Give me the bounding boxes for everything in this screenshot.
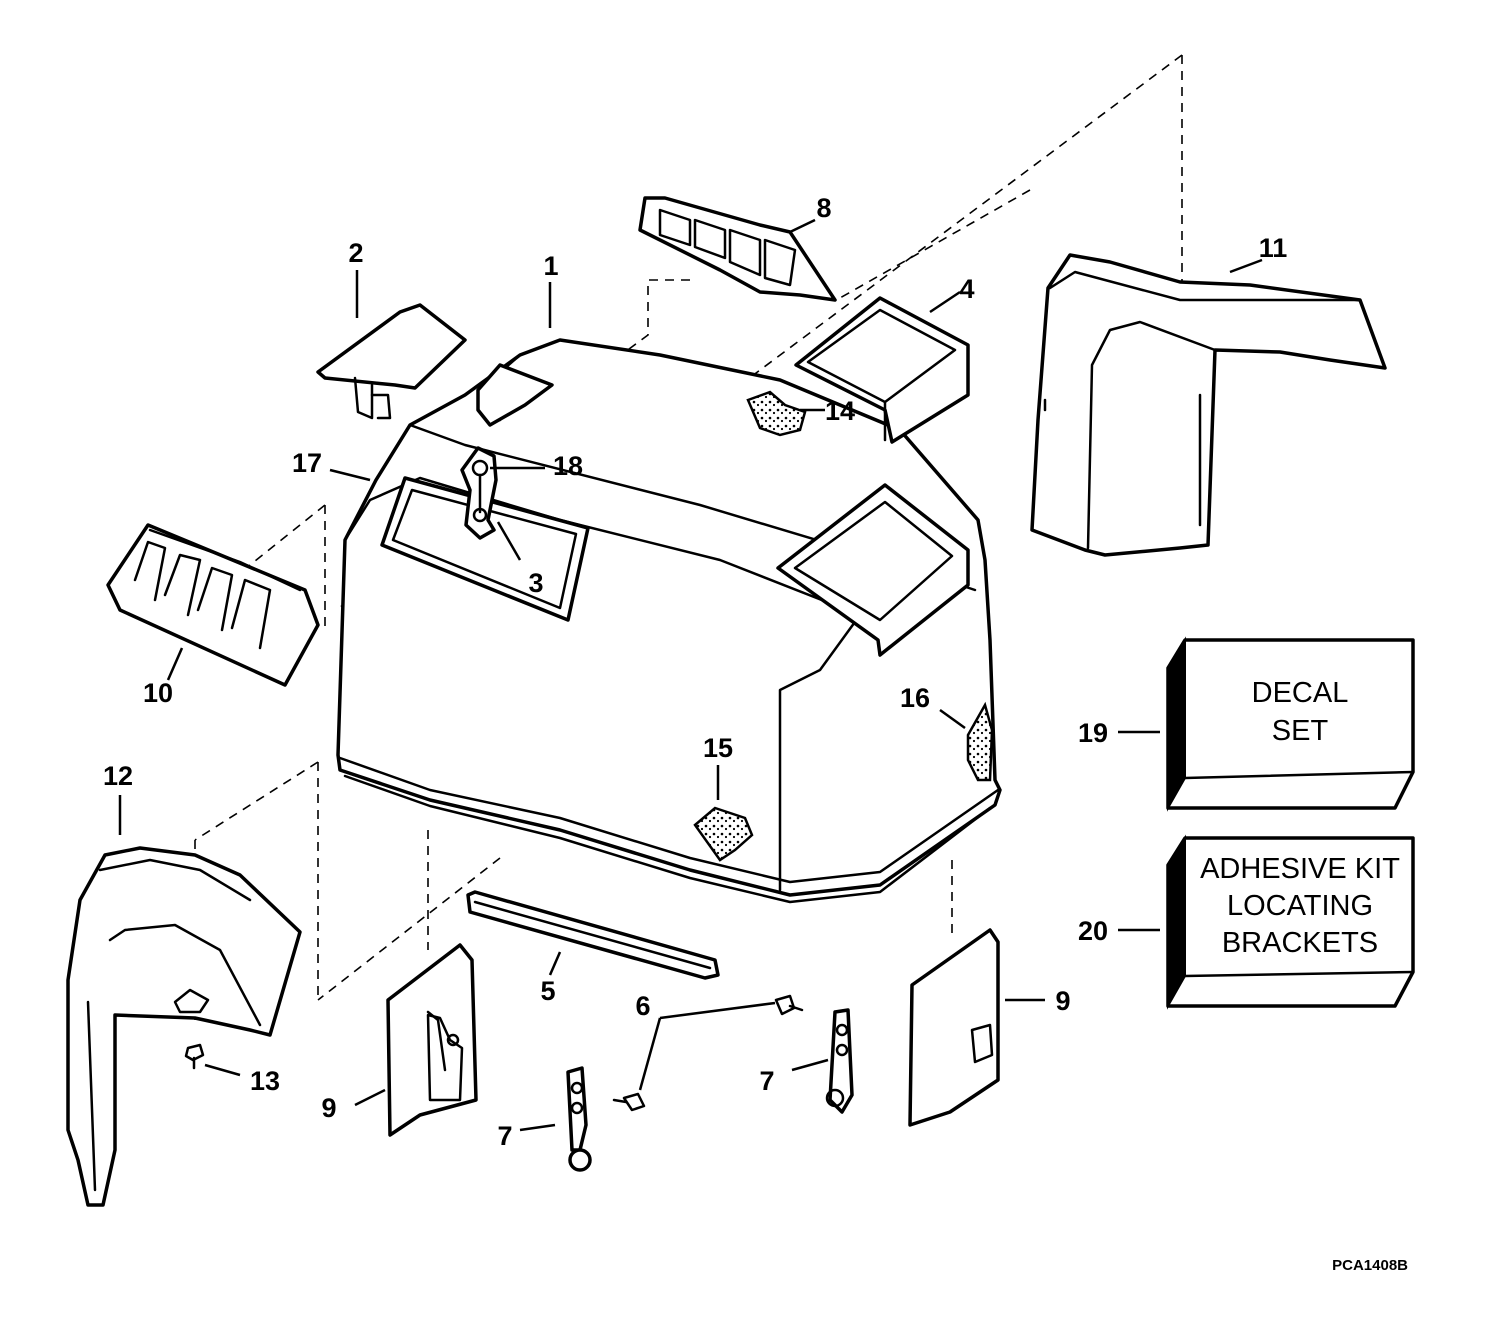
- callout-numbers: 1 2 3 4 5 6 7 7 8 9 9 10 11 12 13 14 15 …: [103, 193, 1287, 1151]
- callout-16: 16: [900, 683, 930, 713]
- callout-5: 5: [540, 976, 555, 1006]
- adhesive-kit-line-1: ADHESIVE KIT: [1200, 853, 1400, 885]
- adhesive-pad-part-16: [966, 701, 994, 782]
- callout-8: 8: [816, 193, 831, 223]
- bracket-plate-part-9-left: [386, 943, 478, 1137]
- bracket-plate-part-9-right: [908, 928, 1000, 1127]
- callout-15: 15: [703, 733, 733, 763]
- decal-set-line-2: SET: [1272, 715, 1329, 747]
- callout-12: 12: [103, 761, 133, 791]
- decal-set-line-1: DECAL: [1252, 677, 1349, 709]
- callout-9a: 9: [321, 1093, 336, 1123]
- callout-leader-lines: [118, 218, 1263, 1132]
- figure-reference-code: PCA1408B: [1332, 1257, 1408, 1274]
- lower-side-cover-part-12: [66, 846, 302, 1207]
- callout-11: 11: [1259, 233, 1288, 263]
- callout-3: 3: [528, 568, 543, 598]
- adhesive-kit-line-2: LOCATING: [1227, 890, 1373, 922]
- adhesive-pad-part-14: [746, 390, 807, 437]
- side-vent-grille-part-10: [106, 523, 320, 687]
- callout-17: 17: [292, 448, 322, 478]
- decal-set-box: DECAL SET: [1166, 636, 1415, 812]
- latch-bolt-assembly: [460, 446, 498, 540]
- rear-cover-part-11: [1030, 253, 1387, 557]
- latch-bracket-part-7-left: [566, 1066, 592, 1172]
- callout-20: 20: [1078, 916, 1108, 946]
- screw-part-13: [184, 1043, 205, 1070]
- adhesive-kit-line-3: BRACKETS: [1222, 927, 1378, 959]
- callout-7a: 7: [497, 1121, 512, 1151]
- seal-strip-part-5: [466, 890, 720, 980]
- callout-13: 13: [250, 1066, 280, 1096]
- upper-vent-grille-part-8: [638, 196, 837, 302]
- callout-19: 19: [1078, 718, 1108, 748]
- callout-14: 14: [825, 396, 855, 426]
- callout-1: 1: [543, 251, 558, 281]
- intake-duct-part-4: [794, 296, 970, 444]
- callout-18: 18: [553, 451, 583, 481]
- adhesive-kit-box: ADHESIVE KIT LOCATING BRACKETS: [1166, 834, 1415, 1010]
- callout-6: 6: [635, 991, 650, 1021]
- rear-access-cover-part-2: [316, 303, 467, 420]
- callout-4: 4: [959, 274, 974, 304]
- main-engine-cover: [336, 338, 1002, 904]
- latch-bracket-part-7-right: [825, 1008, 854, 1114]
- callout-9b: 9: [1055, 986, 1070, 1016]
- screws-part-6: [612, 994, 804, 1112]
- callout-2: 2: [348, 238, 363, 268]
- adhesive-pad-part-15: [693, 806, 754, 862]
- callout-10: 10: [143, 678, 173, 708]
- callout-7b: 7: [759, 1066, 774, 1096]
